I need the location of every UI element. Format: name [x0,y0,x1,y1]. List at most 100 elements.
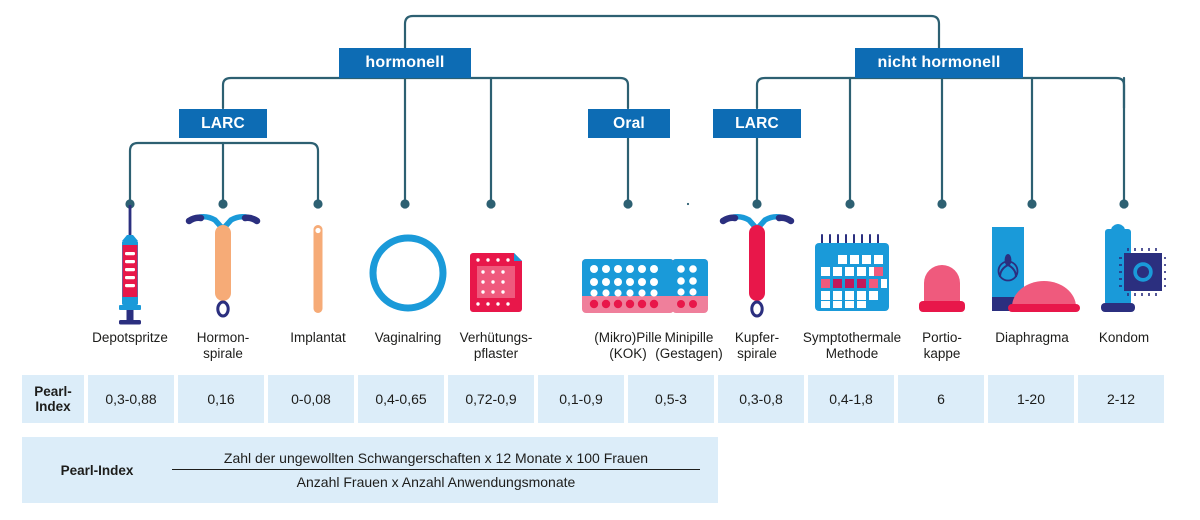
pearl-index-value: 1-20 [1016,391,1046,407]
method-label-symptothermale-methode: Symptothermale Methode [790,330,914,362]
label-line: (KOK) [609,346,647,361]
label-line: kappe [923,346,961,361]
pearl-index-value: 0,4-1,8 [829,391,873,407]
connector-nh-bus [755,76,1126,110]
method-label-depotspritze: Depotspritze [80,330,180,346]
method-icon-kondom [1074,205,1174,325]
syringe-icon [119,205,141,325]
mini-pill-pack-icon [672,259,708,313]
pearl-index-value: 0,3-0,88 [105,391,157,407]
category-label: LARC [201,114,245,132]
pearl-index-value: 0,72-0,9 [465,391,517,407]
connector-terminal-dots [125,199,1129,209]
method-icon-verhuetungspflaster [446,205,546,325]
method-label-verhuetungspflaster: Verhütungs- pflaster [441,330,551,362]
label-line: spirale [737,346,777,361]
pearl-index-value: 0,16 [207,391,235,407]
connector-root-bracket [403,14,941,50]
hierarchy-connector-tree [125,14,1129,209]
hormonal-iud-icon [185,214,261,318]
header-line: Pearl- [34,384,72,399]
method-icon-diaphragma [982,205,1082,325]
category-box-oral[interactable]: Oral [588,109,670,138]
method-icon-symptothermale-methode [802,205,902,325]
header-line: Index [35,399,71,414]
category-box-larc-hormonell[interactable]: LARC [179,109,267,138]
label-line: Minipille [664,330,714,345]
pearl-index-cell-portiokappe: 6 [898,375,984,423]
label-line: (Mikro)Pille [594,330,662,345]
pearl-index-cell-verhuetungspflaster: 0,72-0,9 [448,375,534,423]
condom-icon [1101,224,1166,312]
pearl-index-value: 0,5-3 [655,391,687,407]
category-label: hormonell [365,54,445,71]
pearl-index-cell-implantat: 0-0,08 [268,375,354,423]
method-label-vaginalring: Vaginalring [358,330,458,346]
category-box-larc-nicht-hormonell[interactable]: LARC [713,109,801,138]
label-line: Kondom [1098,330,1150,345]
category-label: nicht hormonell [877,54,1001,71]
label-line: Vaginalring [374,330,442,345]
method-icon-implantat [268,205,368,325]
pearl-index-cell-symptothermale-methode: 0,4-1,8 [808,375,894,423]
method-icon-vaginalring [358,205,458,325]
pearl-index-cell-kondom: 2-12 [1078,375,1164,423]
pill-pack-icon [582,259,674,313]
implant-rod-icon [313,225,323,313]
method-label-hormonspirale: Hormon- spirale [173,330,273,362]
method-labels-row: Depotspritze Hormon- spirale Implantat V… [0,330,1200,372]
pearl-index-value: 0,4-0,65 [375,391,427,407]
method-icon-mikropille-kok [578,205,678,325]
label-line: Kupfer- [734,330,780,345]
label-line: pflaster [473,346,519,361]
method-label-portiokappe: Portio- kappe [897,330,987,362]
label-line: Verhütungs- [459,330,533,345]
method-icons-row [0,205,1200,325]
category-label: LARC [735,114,779,132]
method-icon-minipille [645,205,735,325]
label-line: Symptothermale [802,330,902,345]
method-label-diaphragma: Diaphragma [980,330,1084,346]
category-label: Oral [613,114,645,132]
pearl-index-cell-hormonspirale: 0,16 [178,375,264,423]
method-label-implantat: Implantat [268,330,368,346]
copper-iud-icon [719,214,795,318]
method-label-mikropille-kok: (Mikro)Pille (KOK) [572,330,684,362]
label-line: Diaphragma [995,330,1069,345]
method-label-minipille: Minipille (Gestagen) [633,330,745,362]
method-icon-depotspritze [80,205,180,325]
method-icon-hormonspirale [173,205,273,325]
pearl-index-row-header: Pearl- Index [22,375,84,423]
label-line: spirale [203,346,243,361]
pearl-index-value: 2-12 [1106,391,1136,407]
pearl-index-cell-depotspritze: 0,3-0,88 [88,375,174,423]
vaginal-ring-icon [369,234,447,312]
method-label-kupferspirale: Kupfer- spirale [707,330,807,362]
cervical-cap-icon [919,265,965,312]
pearl-index-cell-minipille: 0,5-3 [628,375,714,423]
diaphragm-icon [992,227,1080,312]
method-label-kondom: Kondom [1074,330,1174,346]
label-line: Portio- [922,330,962,345]
method-icon-kupferspirale [707,205,807,325]
formula-fraction: Zahl der ungewollten Schwangerschaften x… [172,450,718,490]
pearl-index-formula-box: Pearl-Index Zahl der ungewollten Schwang… [22,437,718,503]
formula-numerator: Zahl der ungewollten Schwangerschaften x… [172,450,700,470]
formula-label: Pearl-Index [60,462,134,478]
pearl-index-cell-diaphragma: 1-20 [988,375,1074,423]
method-icon-portiokappe [897,205,987,325]
category-box-nicht-hormonell[interactable]: nicht hormonell [855,48,1023,78]
formula-denominator: Anzahl Frauen x Anzahl Anwendungsmonate [296,474,576,490]
label-line: Methode [825,346,879,361]
category-box-hormonell[interactable]: hormonell [339,48,471,78]
label-line: Depotspritze [92,330,168,345]
label-line: Hormon- [196,330,250,345]
connector-hormonell-bus [221,76,630,110]
pearl-index-value: 0-0,08 [291,391,331,407]
pearl-index-value: 0,3-0,8 [739,391,783,407]
pearl-index-value: 0,1-0,9 [559,391,603,407]
calendar-icon [815,234,889,311]
label-line: Implantat [290,330,346,345]
pearl-index-cell-kupferspirale: 0,3-0,8 [718,375,804,423]
